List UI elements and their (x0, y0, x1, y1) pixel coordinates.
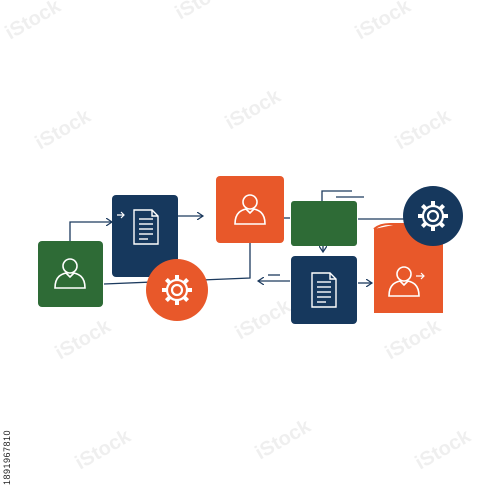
node-user-orange (216, 176, 284, 243)
node-document-top (112, 195, 178, 277)
node-gear-orange (146, 259, 208, 321)
node-document-bottom (291, 256, 357, 324)
node-gear-navy (403, 186, 463, 246)
watermark-text: iStock (2, 0, 66, 44)
watermark-text: iStock (172, 0, 236, 24)
watermark-text: iStock (352, 0, 416, 44)
watermark-text: iStock (222, 85, 286, 135)
watermark-text: iStock (52, 315, 116, 365)
watermark-text: iStock (382, 315, 446, 365)
small-arrow-icon (416, 272, 425, 280)
connector-top-bracket (321, 190, 352, 202)
node-user-green (38, 241, 103, 307)
node-blank-green (291, 201, 357, 246)
watermark-text: iStock (232, 295, 296, 345)
watermark-text: iStock (72, 425, 136, 475)
watermark-text: iStock (412, 425, 476, 475)
connector-user-to-doc (69, 222, 112, 241)
watermark-text: iStock (392, 105, 456, 155)
small-arrow-icon (117, 211, 125, 219)
watermark-text: iStock (252, 415, 316, 465)
stock-image-id: 1891967810 (2, 429, 12, 485)
watermark-text: iStock (32, 105, 96, 155)
node-user-orange-right (373, 223, 443, 313)
